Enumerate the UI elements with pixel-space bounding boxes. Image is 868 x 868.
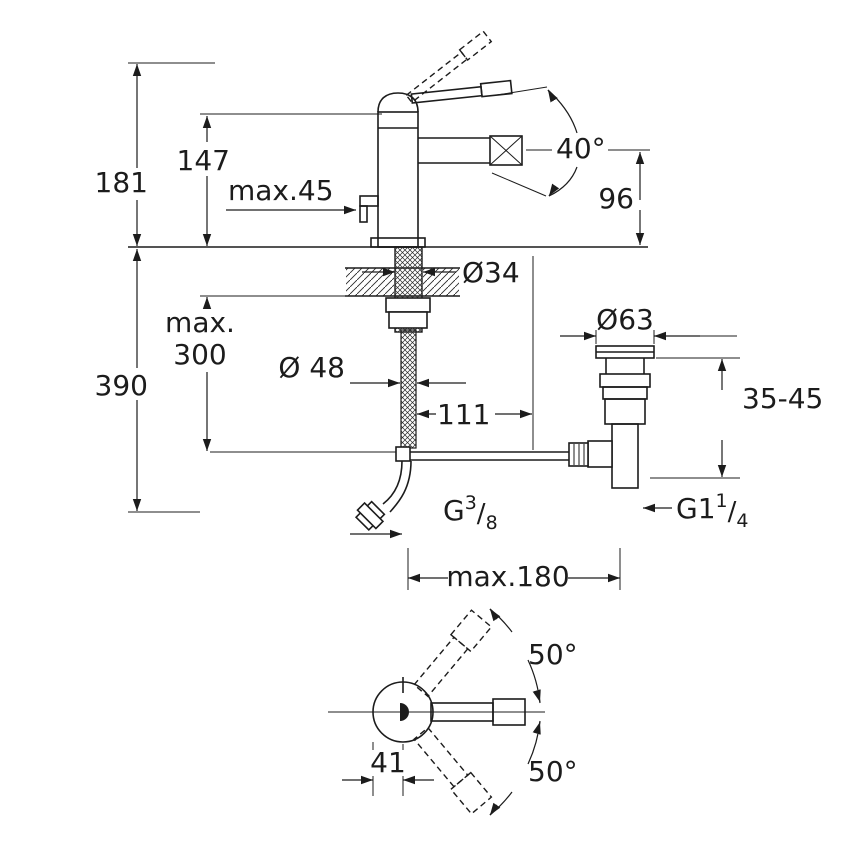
dim-label-g3-8: G3/8 (443, 492, 498, 534)
popup-rod-knob (359, 195, 379, 207)
waste-branch (587, 440, 613, 468)
g38-base: G (443, 494, 465, 527)
g114-sup: 1 (716, 490, 728, 512)
handle-plan-up-dashed (413, 609, 493, 698)
dim-label-d48: Ø 48 (278, 351, 345, 384)
hose-nut (354, 500, 386, 532)
g38-sub: 8 (486, 512, 498, 534)
lever-handle-raised-dashed (405, 30, 493, 104)
dim-label-d63: Ø63 (596, 303, 654, 336)
handle-plan-solid (430, 698, 526, 726)
faucet-side-view (128, 30, 648, 248)
handle-top-view: 50° 50° 41 (328, 608, 578, 816)
dim-label-max45: max.45 (228, 174, 334, 207)
dim-label-50deg-upper: 50° (528, 638, 578, 671)
dim-label-max300-line2: 300 (173, 338, 226, 371)
dim-label-max300-line1: max. (165, 306, 235, 339)
g114-slash: / (728, 497, 737, 527)
g114-base: G1 (676, 492, 716, 525)
dim-label-181: 181 (95, 166, 148, 199)
lever-handle (410, 79, 513, 104)
dim-label-390: 390 (95, 369, 148, 402)
cartridge-marker (400, 703, 409, 721)
dim-label-111: 111 (437, 398, 490, 431)
dim-label-96: 96 (598, 182, 634, 215)
pop-up-waste (568, 345, 655, 489)
supply-hose (354, 460, 412, 532)
rod-joint (395, 446, 411, 462)
g114-sub: 4 (736, 510, 748, 532)
dim-label-max180: max.180 (446, 560, 569, 593)
g38-sup: 3 (465, 492, 477, 514)
braided-hose (400, 329, 417, 449)
aerator (489, 135, 523, 166)
dim-label-50deg-lower: 50° (528, 755, 578, 788)
dim-label-40deg: 40° (556, 132, 606, 165)
dim-label-147: 147 (177, 144, 230, 177)
g38-slash: / (477, 499, 486, 529)
mounting-assembly (345, 246, 569, 462)
dim-label-35-45: 35-45 (742, 382, 823, 415)
dimension-annotations: 181 147 max.45 40° 96 390 max. (95, 62, 823, 593)
dim-label-d34: Ø34 (462, 256, 520, 289)
handle-plan-down-dashed (413, 726, 493, 815)
dim-label-g1-1-4: G11/4 (676, 490, 748, 532)
dim-label-41: 41 (370, 746, 406, 779)
